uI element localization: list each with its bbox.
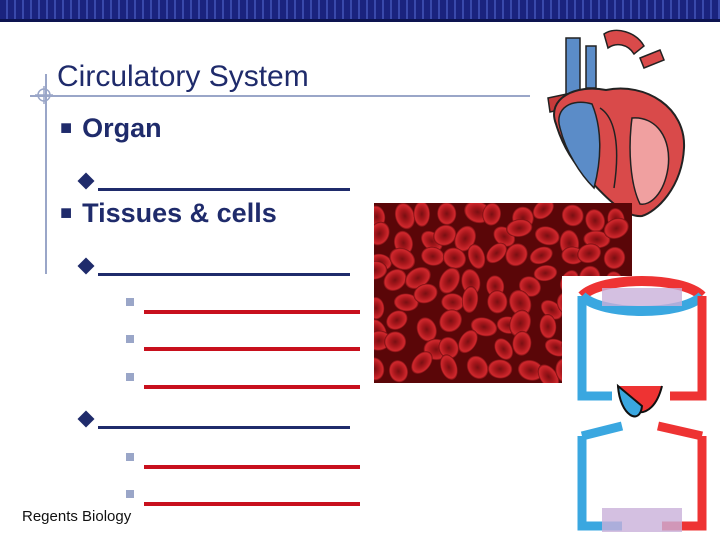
square-bullet-icon bbox=[126, 335, 134, 343]
tissues-blank-1 bbox=[77, 257, 350, 276]
title-underline bbox=[30, 95, 530, 97]
square-bullet-icon bbox=[126, 490, 134, 498]
diamond-bullet-icon bbox=[77, 410, 95, 428]
bullet-tissues-cells: ■ Tissues & cells bbox=[60, 198, 277, 229]
diamond-bullet-icon bbox=[77, 172, 95, 190]
tissues-sub-blank-4 bbox=[126, 453, 360, 469]
bullet-organ: ■ Organ bbox=[60, 113, 162, 144]
crosshair-icon bbox=[35, 86, 53, 104]
tissues-sub-blank-3 bbox=[126, 373, 360, 389]
blank-line bbox=[98, 426, 350, 429]
tissues-sub-blank-5 bbox=[126, 490, 360, 506]
square-bullet-icon: ■ bbox=[60, 117, 73, 139]
blank-line bbox=[144, 465, 360, 469]
top-bar bbox=[0, 0, 720, 22]
bullet-tissues-label: Tissues & cells bbox=[82, 198, 277, 228]
tissues-sub-blank-2 bbox=[126, 335, 360, 351]
slide-title: Circulatory System bbox=[57, 60, 309, 93]
blank-line bbox=[144, 347, 360, 351]
tissues-sub-blank-1 bbox=[126, 298, 360, 314]
bullet-organ-label: Organ bbox=[82, 113, 162, 143]
blank-line bbox=[144, 310, 360, 314]
square-bullet-icon bbox=[126, 453, 134, 461]
circulation-diagram bbox=[562, 276, 720, 540]
blank-line bbox=[98, 273, 350, 276]
footer-text: Regents Biology bbox=[22, 508, 132, 525]
heart-illustration bbox=[547, 29, 686, 218]
square-bullet-icon bbox=[126, 298, 134, 306]
square-bullet-icon: ■ bbox=[60, 202, 73, 224]
diamond-bullet-icon bbox=[77, 257, 95, 275]
blank-line bbox=[144, 502, 360, 506]
square-bullet-icon bbox=[126, 373, 134, 381]
tissues-blank-2 bbox=[77, 410, 350, 429]
left-rule bbox=[45, 74, 47, 274]
blank-line bbox=[98, 188, 350, 191]
blank-line bbox=[144, 385, 360, 389]
organ-blank-1 bbox=[77, 172, 350, 191]
